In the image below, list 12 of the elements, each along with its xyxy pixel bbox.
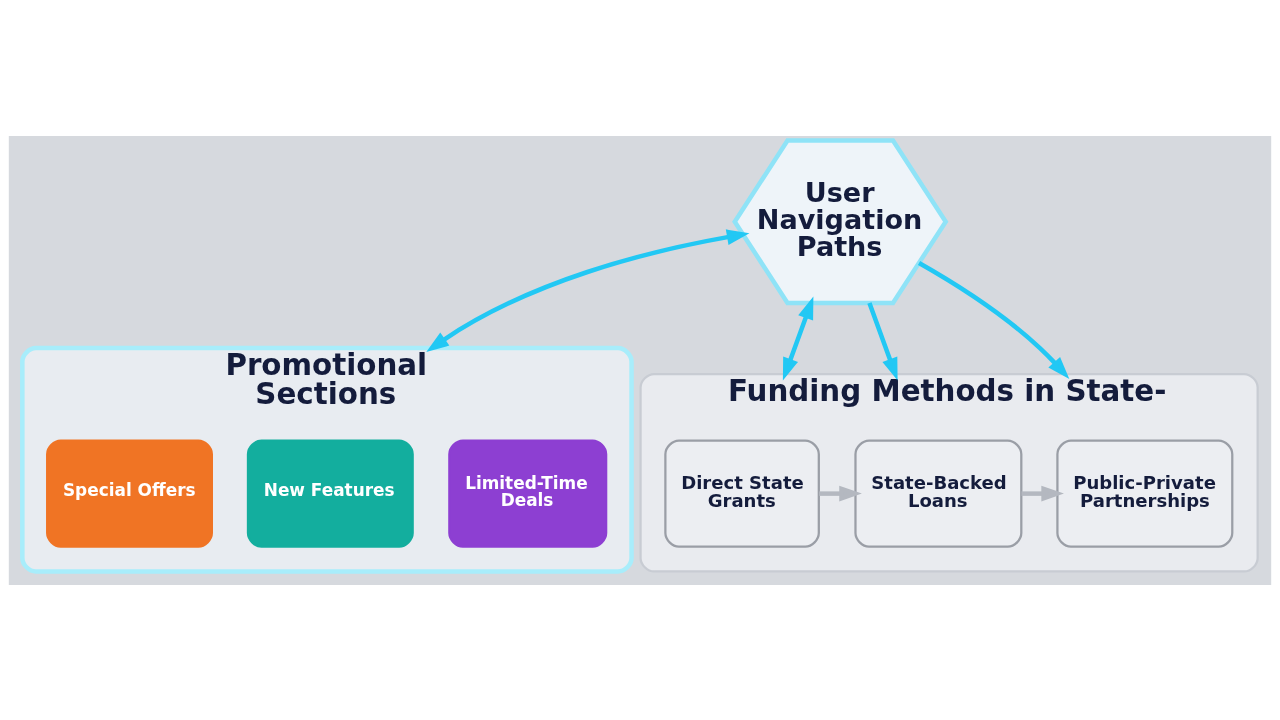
node-box: Limited-Time Deals xyxy=(448,438,608,548)
arrow xyxy=(426,228,750,352)
arrow xyxy=(867,301,898,380)
arrow xyxy=(1021,485,1064,502)
node-box: Public-Private Partnerships xyxy=(1056,438,1234,548)
node-box: New Features xyxy=(246,438,414,548)
arrow xyxy=(782,296,814,380)
arrow xyxy=(819,485,862,502)
node-box: Direct State Grants xyxy=(664,438,820,548)
arrow xyxy=(917,260,1070,379)
node-box: State-Backed Loans xyxy=(854,438,1023,548)
node-box: Special Offers xyxy=(46,438,213,548)
